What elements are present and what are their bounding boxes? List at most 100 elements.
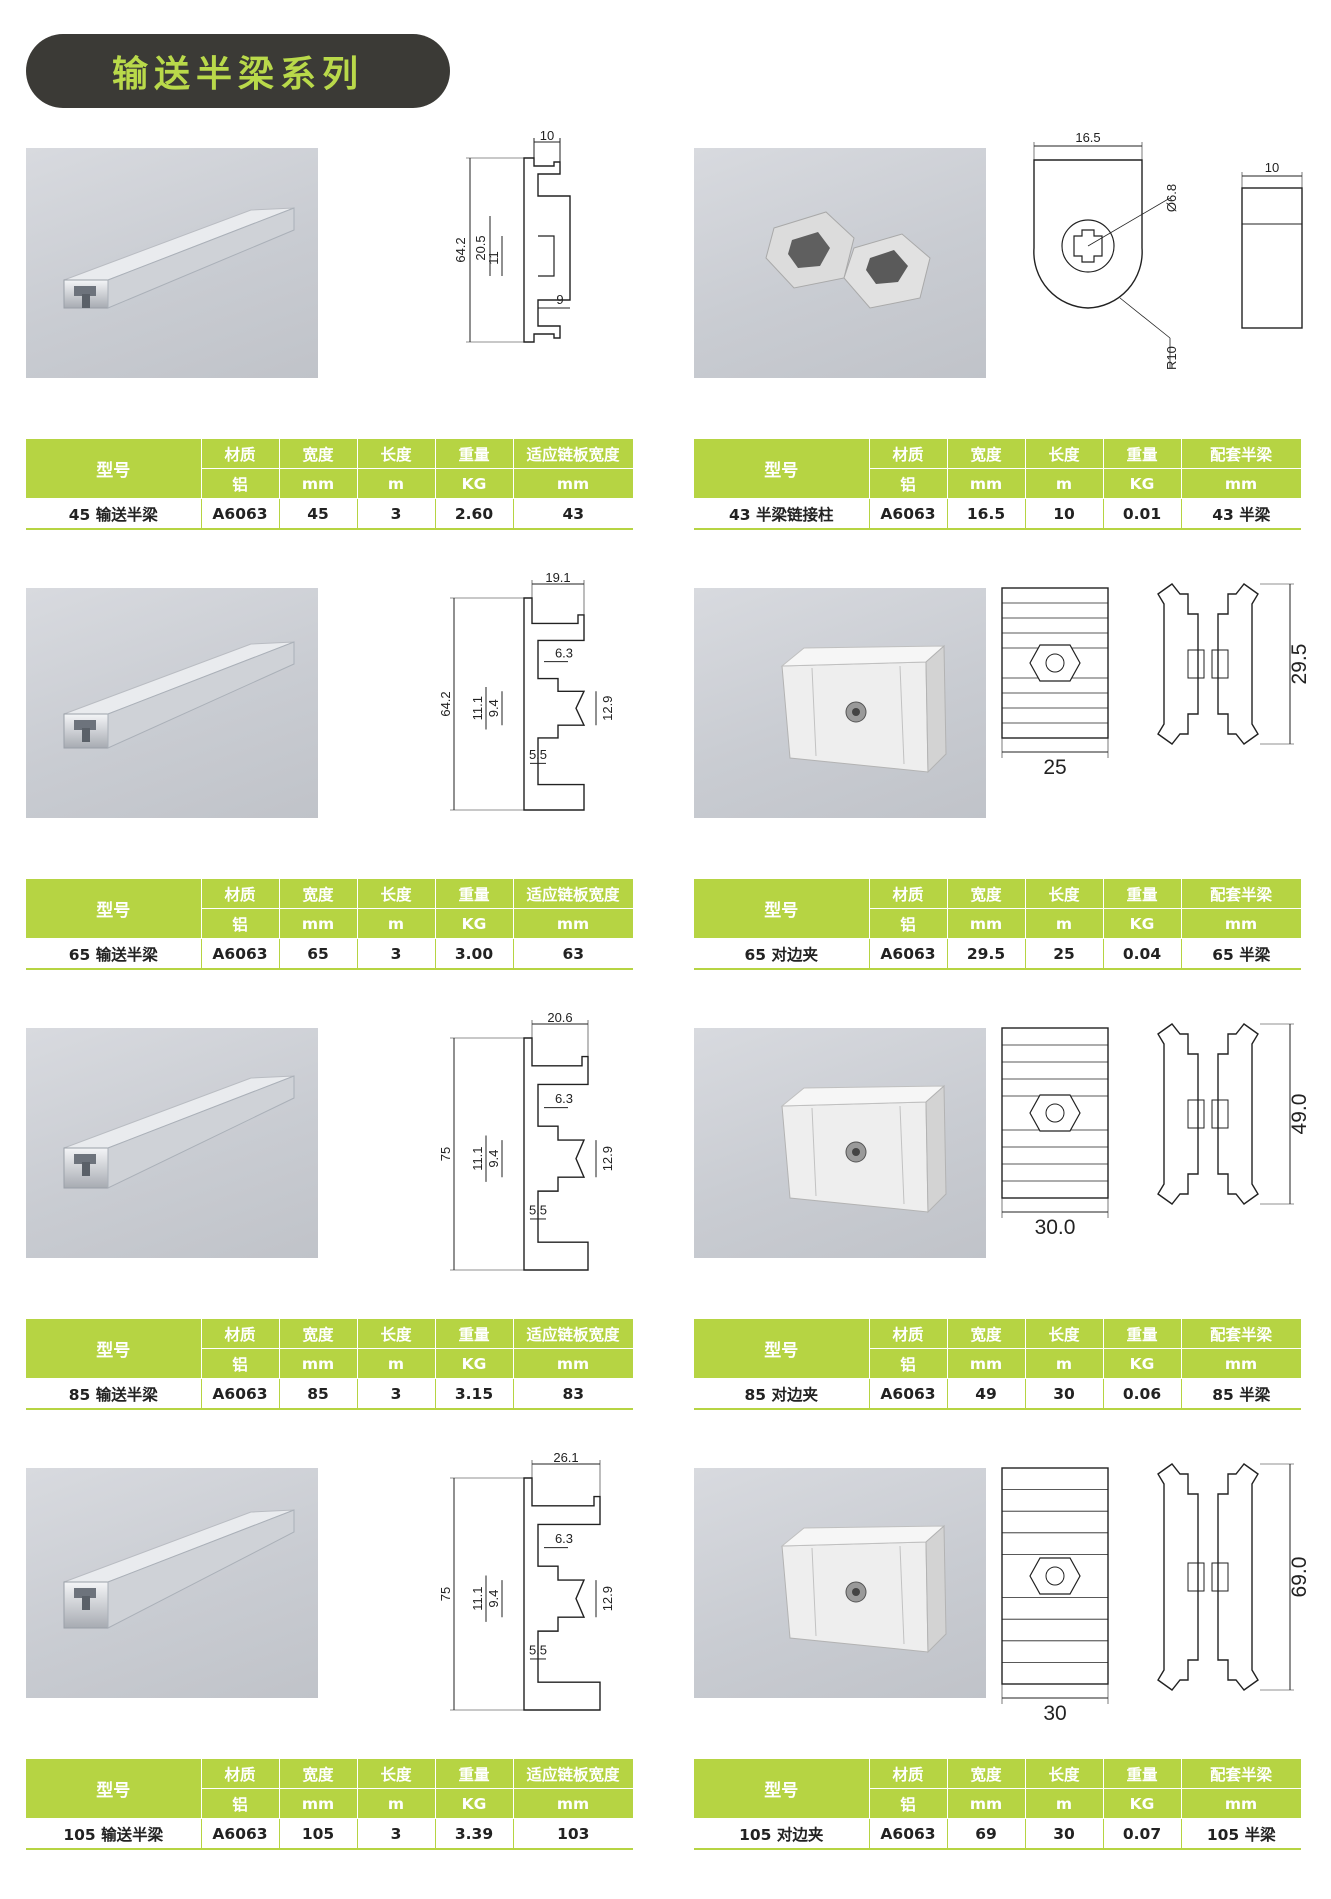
table-cell: 16.5 <box>947 498 1026 530</box>
table-header-cell: 型号 <box>26 879 202 939</box>
dim-label: 12.9 <box>600 1146 615 1171</box>
table-header-cell: 型号 <box>694 1759 870 1819</box>
table-cell: A6063 <box>201 1378 280 1410</box>
table-cell: 85 对边夹 <box>694 1378 870 1410</box>
table-header-row: 型号材质宽度长度重量配套半梁 <box>694 879 1302 939</box>
table-header-cell: 型号 <box>694 879 870 939</box>
edge-clip-photo <box>694 1468 986 1698</box>
table-cell: 3.00 <box>435 938 514 970</box>
table-header-cell: 型号 <box>694 439 870 499</box>
dim-label: 26.1 <box>553 1450 578 1465</box>
table-cell: 105 输送半梁 <box>26 1818 202 1850</box>
table-header-cell: 配套半梁 <box>1181 439 1302 469</box>
dim-label: 6.3 <box>555 1091 573 1106</box>
beam-photo <box>26 148 318 378</box>
table-unit-cell: mm <box>947 1788 1026 1819</box>
table-header-cell: 重量 <box>435 879 514 909</box>
table-cell: 85 <box>279 1378 358 1410</box>
table-header-cell: 长度 <box>1025 1759 1104 1789</box>
dim-label: 16.5 <box>1075 130 1100 145</box>
dim-label: 6.3 <box>555 1531 573 1546</box>
table-cell: 65 输送半梁 <box>26 938 202 970</box>
table-header-cell: 重量 <box>435 1319 514 1349</box>
table-cell: 3 <box>357 1378 436 1410</box>
table-unit-cell: KG <box>435 1348 514 1379</box>
table-header-cell: 宽度 <box>279 879 358 909</box>
table-cell: 49 <box>947 1378 1026 1410</box>
table-unit-cell: 铝 <box>869 908 948 939</box>
table-cell: 65 半梁 <box>1181 938 1301 970</box>
table-unit-cell: 铝 <box>201 908 280 939</box>
table-cell: 105 对边夹 <box>694 1818 870 1850</box>
dim-label: 11 <box>486 251 501 265</box>
dim-label: 11.1 <box>470 1586 485 1610</box>
table-header-cell: 宽度 <box>279 439 358 469</box>
edge-clip-photo <box>694 588 986 818</box>
page-title: 输送半梁系列 <box>111 54 364 95</box>
table-header-cell: 材质 <box>869 1319 948 1349</box>
table-cell: A6063 <box>869 938 948 970</box>
dim-label: 5.5 <box>529 747 547 762</box>
table-header-row: 型号材质宽度长度重量适应链板宽度 <box>26 1319 634 1379</box>
table-header-cell: 宽度 <box>279 1319 358 1349</box>
table-cell: A6063 <box>869 1818 948 1850</box>
table-cell: 65 对边夹 <box>694 938 870 970</box>
table-header-cell: 材质 <box>869 879 948 909</box>
beam-photo <box>26 588 318 818</box>
table-cell: 45 <box>279 498 358 530</box>
table-header-cell: 重量 <box>1103 439 1182 469</box>
table-cell: 30 <box>1025 1818 1104 1850</box>
table-header-cell: 长度 <box>357 879 436 909</box>
connector-post-photo <box>694 148 986 378</box>
dim-label: R10 <box>1164 346 1179 370</box>
table-unit-cell: KG <box>1103 1788 1182 1819</box>
dim-label: 9 <box>556 292 563 307</box>
table-cell: 0.01 <box>1103 498 1182 530</box>
table-header-cell: 重量 <box>1103 1759 1182 1789</box>
table-cell: 85 输送半梁 <box>26 1378 202 1410</box>
dim-label: 10 <box>540 128 554 143</box>
table-cell: 30 <box>1025 1378 1104 1410</box>
dim-label: 64.2 <box>438 691 453 716</box>
table-header-cell: 适应链板宽度 <box>513 1759 634 1789</box>
table-unit-cell: 铝 <box>869 1788 948 1819</box>
table-cell: 3.39 <box>435 1818 514 1850</box>
table-header-cell: 材质 <box>201 879 280 909</box>
table-cell: A6063 <box>869 1378 948 1410</box>
table-cell: 45 输送半梁 <box>26 498 202 530</box>
table-unit-cell: mm <box>513 1348 634 1379</box>
table-unit-cell: mm <box>947 908 1026 939</box>
table-unit-cell: m <box>357 468 436 499</box>
dim-label: 12.9 <box>600 1586 615 1611</box>
table-cell: 2.60 <box>435 498 514 530</box>
table-cell: A6063 <box>201 938 280 970</box>
dim-label: 9.4 <box>486 699 501 717</box>
table-unit-cell: mm <box>513 1788 634 1819</box>
table-header-cell: 宽度 <box>279 1759 358 1789</box>
table-unit-cell: KG <box>1103 1348 1182 1379</box>
table-unit-cell: mm <box>1181 1788 1302 1819</box>
table-unit-cell: mm <box>279 908 358 939</box>
table-unit-cell: m <box>1025 908 1104 939</box>
dim-label: 25 <box>1043 756 1066 779</box>
table-header-cell: 材质 <box>201 1759 280 1789</box>
table-unit-cell: m <box>357 1788 436 1819</box>
table-cell: 3.15 <box>435 1378 514 1410</box>
table-header-cell: 宽度 <box>947 439 1026 469</box>
